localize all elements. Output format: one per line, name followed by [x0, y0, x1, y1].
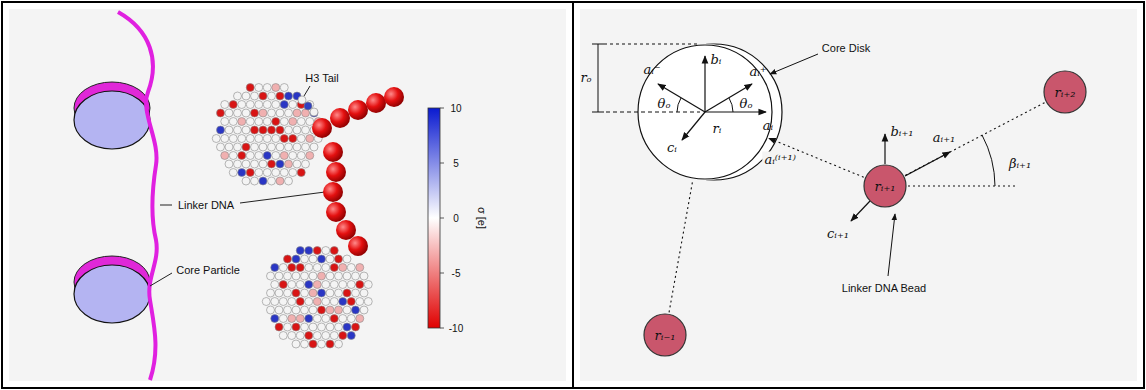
label-holder: cᵢ₊₁	[827, 227, 849, 241]
angle-arc	[729, 98, 733, 112]
label-holder: Core Disk	[822, 42, 870, 54]
leader-arrow	[888, 214, 895, 276]
tick-label: 10	[450, 103, 461, 114]
symbol-label: θₒ	[658, 96, 671, 111]
node-label: rᵢ₊₁	[875, 179, 896, 194]
edge-label-holder: aᵢ⁽ⁱ⁺¹⁾	[762, 151, 797, 166]
part-label: Core Disk	[822, 42, 870, 54]
label-holder: bᵢ	[711, 53, 722, 67]
divider	[572, 2, 574, 388]
angle-arc	[982, 135, 995, 186]
part-label: H3 Tail	[305, 72, 338, 84]
leader-line	[304, 86, 310, 96]
symbol-label: bᵢ	[711, 52, 722, 67]
tick-label: 0	[453, 213, 459, 224]
label-holder: aᵢ₊₁	[933, 131, 955, 145]
colorbar	[428, 108, 440, 328]
leader-line	[240, 192, 325, 203]
connector	[669, 180, 693, 312]
reference-line	[606, 112, 700, 113]
tick-label: -5	[452, 268, 461, 279]
node-circle	[638, 45, 772, 179]
symbol-label: cᵢ	[667, 140, 677, 155]
linker-dna	[118, 12, 157, 380]
label-holder: βᵢ₊₁	[1009, 157, 1031, 171]
leader-line	[160, 205, 172, 206]
symbol-label: cᵢ₊₁	[827, 226, 849, 241]
label-holder: H3 Tail	[305, 72, 338, 84]
node-label: rᵢ₋₁	[655, 328, 676, 343]
symbol-label: θₒ	[740, 96, 753, 111]
label-holder: Linker DNA Bead	[842, 282, 926, 294]
linker-dna-bead: rᵢ₊₁	[863, 164, 907, 208]
core-disk: rᵢ	[637, 44, 773, 180]
colorbar-ticks	[440, 108, 444, 328]
label-holder: -5	[452, 268, 461, 279]
label-holder: θₒ	[658, 97, 671, 111]
leader-line	[150, 273, 172, 286]
reference-line	[908, 186, 1015, 187]
radius-bracket	[592, 44, 700, 112]
label-holder: 5	[453, 158, 459, 169]
nucleosome-sphere	[212, 84, 322, 186]
nucleosome-sphere	[262, 247, 372, 349]
node-circle	[644, 314, 686, 356]
label-holder: cᵢ	[667, 141, 677, 155]
node-label: rᵢ₊₂	[1055, 85, 1076, 100]
node-circle	[1044, 71, 1086, 113]
tick-label: -10	[449, 323, 463, 334]
node-label: rᵢ	[713, 121, 722, 136]
edge-label: aᵢ⁽ⁱ⁺¹⁾	[764, 151, 795, 166]
label-holder: bᵢ₊₁	[890, 125, 913, 139]
label-holder: rₒ	[580, 71, 591, 85]
symbol-label: bᵢ₊₁	[890, 124, 913, 139]
bead-vectors	[851, 134, 950, 221]
label-holder: σ [e]	[476, 207, 488, 229]
part-label: Linker DNA Bead	[842, 282, 926, 294]
core-particle-top	[74, 82, 150, 149]
connector	[905, 103, 1044, 176]
leader-arrow	[770, 54, 818, 74]
part-label: Linker DNA	[178, 199, 234, 211]
axis-label: σ [e]	[476, 207, 488, 229]
symbol-label: rₒ	[580, 70, 591, 85]
tick-label: 5	[453, 158, 459, 169]
label-holder: Linker DNA	[178, 199, 234, 211]
core-particle-bottom	[74, 256, 150, 323]
label-holder: θₒ	[740, 97, 753, 111]
label-holder: 10	[450, 103, 461, 114]
right-panel	[580, 9, 1137, 381]
linker-dna-bead: rᵢ₊₂	[1043, 70, 1087, 114]
part-label: Core Particle	[176, 264, 240, 276]
label-holder: Core Particle	[176, 264, 240, 276]
symbol-label: aᵢ₊₁	[933, 130, 955, 145]
symbol-label: βᵢ₊₁	[1009, 156, 1031, 171]
h3-tail	[298, 96, 318, 116]
label-holder: 0	[453, 213, 459, 224]
frame-vectors	[658, 56, 766, 140]
node-circle	[864, 165, 906, 207]
angle-arc	[677, 98, 681, 112]
left-panel	[9, 9, 566, 381]
linker-dna-bead: rᵢ₋₁	[643, 313, 687, 357]
linker-bead-chain	[312, 87, 404, 256]
node-outline	[637, 44, 773, 180]
label-holder: -10	[449, 323, 463, 334]
